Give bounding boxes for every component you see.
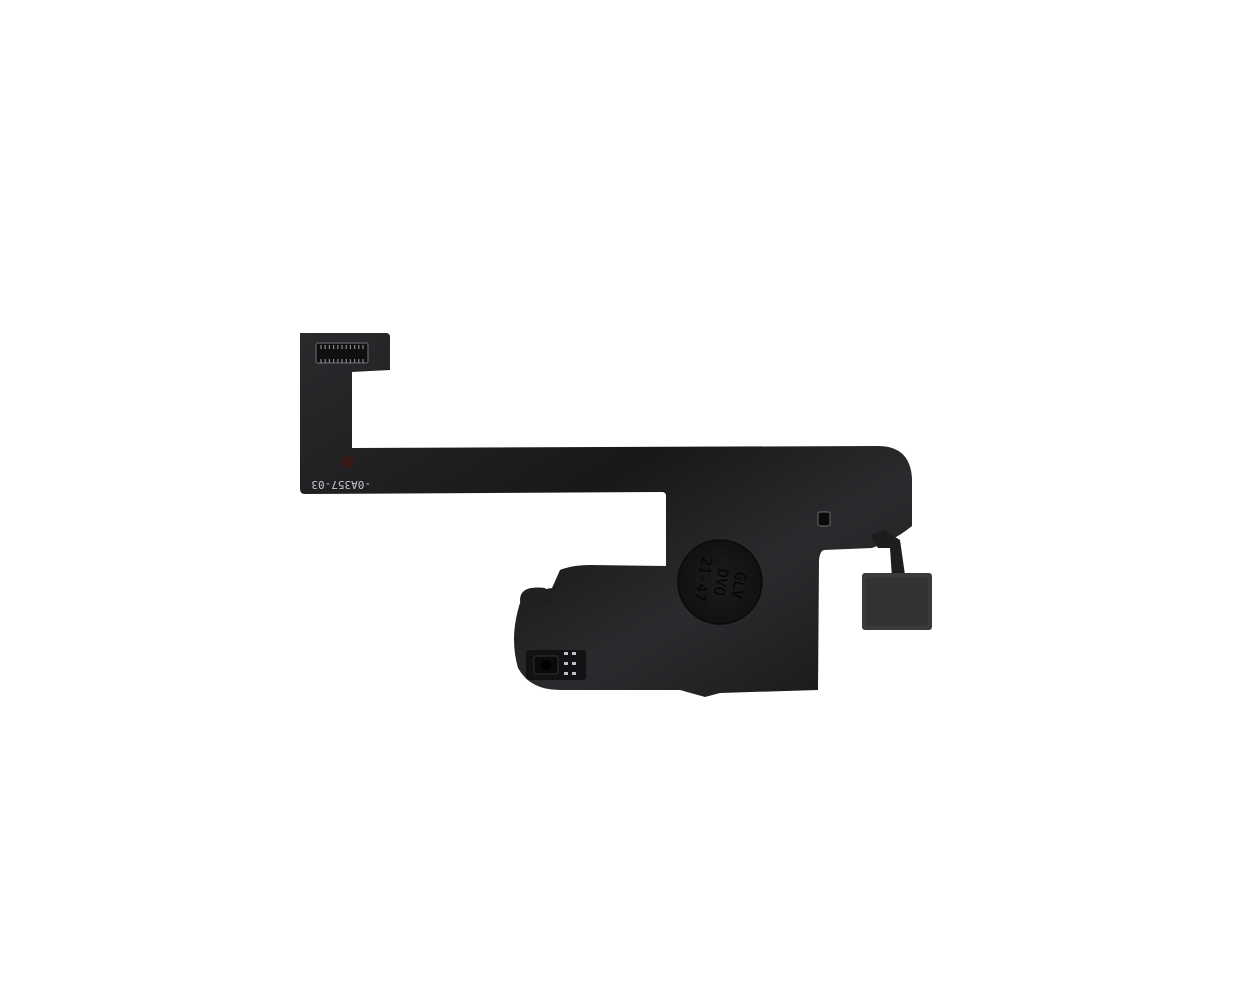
small-component — [817, 511, 831, 527]
flex-cable-body — [300, 333, 912, 697]
board-to-board-connector — [315, 342, 369, 364]
adhesive-spot — [342, 456, 354, 468]
circular-stamp: GLV DVO 21-47 — [677, 539, 763, 625]
part-number-label: -0A357-03 — [311, 478, 371, 491]
flex-lower-bay — [520, 587, 555, 620]
stamp-line-1: GLV — [727, 570, 749, 600]
proximity-sensor — [526, 650, 586, 680]
flex-tail — [870, 530, 905, 578]
stamp-line-2: DVO — [710, 567, 732, 597]
stiffener-pad-inner — [866, 577, 928, 626]
